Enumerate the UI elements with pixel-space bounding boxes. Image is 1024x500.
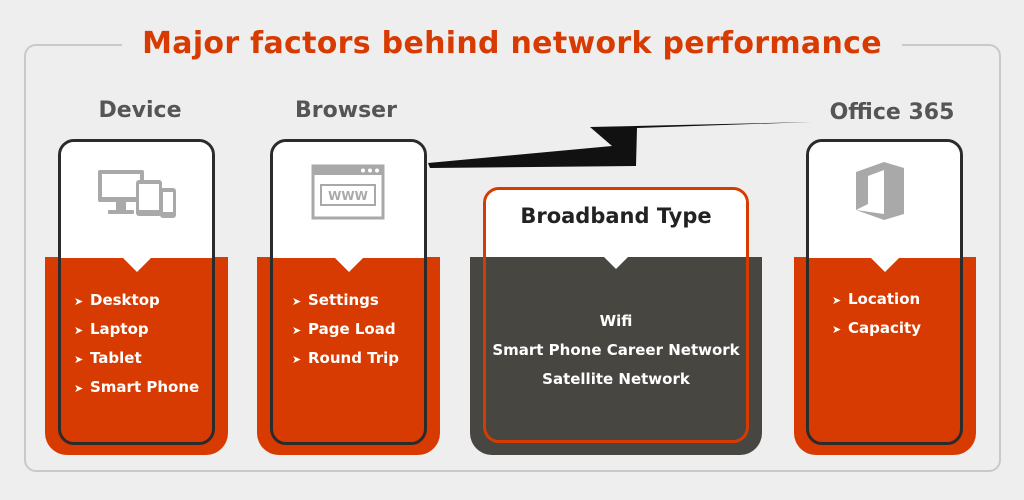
office-logo-icon xyxy=(856,162,904,220)
chevron-right-icon: ➤ xyxy=(74,382,84,395)
list-item: ➤Tablet xyxy=(74,344,199,373)
chevron-right-icon: ➤ xyxy=(292,324,302,337)
device-band xyxy=(45,257,228,455)
chevron-right-icon: ➤ xyxy=(292,295,302,308)
broadband-list: Wifi Smart Phone Career Network Satellit… xyxy=(470,307,762,394)
browser-www-icon: WWW xyxy=(311,164,385,220)
svg-text:WWW: WWW xyxy=(328,189,368,203)
list-item: ➤Round Trip xyxy=(292,344,399,373)
office-card xyxy=(806,139,963,445)
list-item: ➤Desktop xyxy=(74,286,199,315)
column-label-office-365: Office 365 xyxy=(829,100,955,125)
office-band xyxy=(794,257,976,455)
browser-list: ➤Settings ➤Page Load ➤Round Trip xyxy=(292,286,399,373)
devices-icon xyxy=(98,170,176,218)
page-title: Major factors behind network performance xyxy=(122,20,902,68)
list-item: Wifi xyxy=(599,312,633,330)
column-label-device: Device xyxy=(98,98,182,123)
list-item: ➤Page Load xyxy=(292,315,399,344)
chevron-right-icon: ➤ xyxy=(74,353,84,366)
chevron-right-icon: ➤ xyxy=(292,353,302,366)
browser-band xyxy=(257,257,440,455)
device-list: ➤Desktop ➤Laptop ➤Tablet ➤Smart Phone xyxy=(74,286,199,402)
list-item: ➤Capacity xyxy=(832,314,921,343)
list-item: ➤Settings xyxy=(292,286,399,315)
chevron-right-icon: ➤ xyxy=(832,294,842,307)
list-item: Satellite Network xyxy=(542,370,690,388)
broadband-title: Broadband Type xyxy=(520,204,712,228)
list-item: ➤Laptop xyxy=(74,315,199,344)
list-item: ➤Smart Phone xyxy=(74,373,199,402)
list-item: ➤Location xyxy=(832,285,921,314)
office-list: ➤Location ➤Capacity xyxy=(832,285,921,343)
list-item: Smart Phone Career Network xyxy=(492,341,740,359)
broadband-card-header: Broadband Type xyxy=(486,190,746,269)
chevron-right-icon: ➤ xyxy=(74,295,84,308)
chevron-right-icon: ➤ xyxy=(832,323,842,336)
broadband-band xyxy=(470,257,762,455)
broadband-card: Broadband Type xyxy=(483,187,749,443)
column-label-browser: Browser xyxy=(295,98,397,123)
chevron-right-icon: ➤ xyxy=(74,324,84,337)
